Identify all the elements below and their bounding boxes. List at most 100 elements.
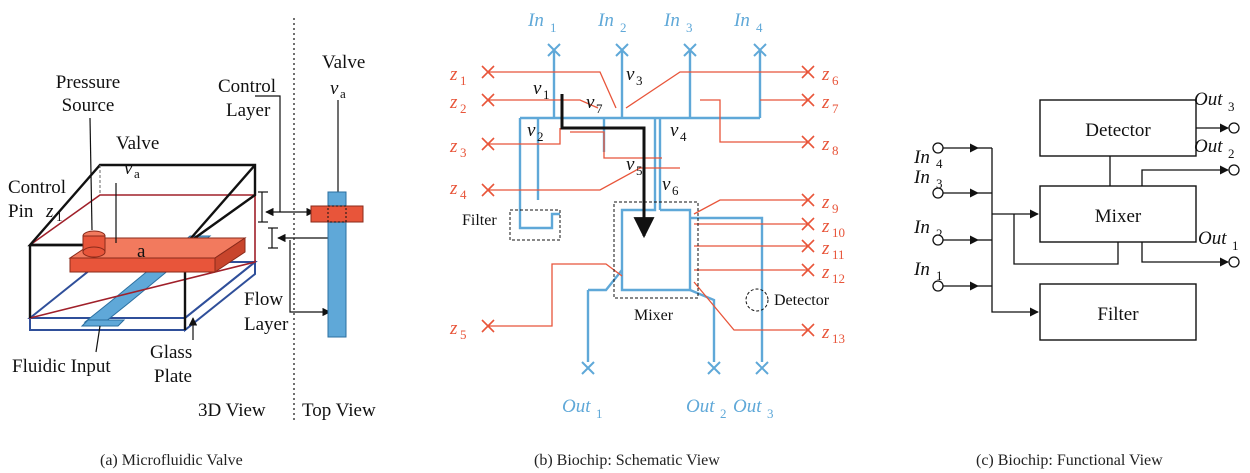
flow-x-markers [547,43,769,375]
out3-channel [690,216,764,362]
valve-v4-sub: 4 [680,129,687,144]
fn-in2-sub: 2 [936,226,943,241]
input-in1-var: In [527,10,544,31]
valve-v7-sub: 7 [596,101,603,116]
control-pin-label-1: Control [8,177,66,198]
fn-in4-var: In [913,147,930,168]
port-in2 [932,234,944,246]
fn-out3-sub: 3 [1228,99,1235,114]
control-pins-right: z 6 z 7 z 8 z 9 z 10 z 11 z 12 z 13 [821,64,845,346]
x-z1 [481,65,495,79]
input-in3-var: In [663,10,680,31]
control-pin-var: z [45,201,54,222]
valve-labels: v 1 v 2 v 3 v 4 v 5 v 6 v 7 [527,64,687,198]
ctrl-z13 [693,281,808,331]
input-in1-sub: 1 [550,20,557,35]
x-z6 [801,65,815,79]
pin-z8-var: z [821,134,830,155]
pin-z11-sub: 11 [832,247,845,262]
valve-v7-var: v [586,92,595,113]
top-view-flow-channel [327,191,347,338]
port-out3 [1228,122,1240,134]
control-layer-label-2: Layer [226,100,271,121]
fn-in1-sub: 1 [936,268,943,283]
pin-z2-sub: 2 [460,101,467,116]
pin-z7-sub: 7 [832,101,839,116]
pin-z12-sub: 12 [832,271,845,286]
detector-label: Detector [774,292,830,309]
x-in1 [547,43,561,57]
pin-z4-var: z [449,178,458,199]
ctrl-v5 [570,131,662,159]
valve-mid-label: Valve [116,133,159,154]
ctrl-z3 [488,128,561,145]
valve-bar-side [214,237,246,273]
mixer-label: Mixer [634,307,674,324]
port-out1 [1228,256,1240,268]
port-out2 [1228,164,1240,176]
ctrl-z9 [693,199,808,215]
bus-to-filter [991,148,1039,317]
x-out1 [581,361,595,375]
flow-layer-label-1: Flow [244,289,283,310]
pin-z3-var: z [449,136,458,157]
x-z3 [481,137,495,151]
fn-out1-sub: 1 [1232,238,1239,253]
x-z12 [801,263,815,277]
output-out3-sub: 3 [767,406,774,421]
x-out3 [755,361,769,375]
valve-v6-var: v [662,174,671,195]
fn-out2-sub: 2 [1228,146,1235,161]
x-z5 [481,319,495,333]
pin-z13-var: z [821,322,830,343]
pin-z7-var: z [821,92,830,113]
input-in3-sub: 3 [686,20,693,35]
schematic-outputs: Out 1 Out 2 Out 3 [562,396,774,421]
block-label: a [137,241,146,262]
fn-in3-var: In [913,167,930,188]
pin-z11-var: z [821,238,830,259]
mixer-dashed-box [613,201,699,299]
control-pin-label-2: Pin [8,201,34,222]
fn-in4-sub: 4 [936,156,943,171]
input-in4-var: In [733,10,750,31]
left-branches [536,118,606,200]
x-z8 [801,135,815,149]
port-in3 [932,187,944,199]
x-in3 [683,43,697,57]
ctrl-z5 [488,263,623,327]
fn-out3-var: Out [1194,89,1223,110]
glass-label-1: Glass [150,342,192,363]
pin-z10-sub: 10 [832,225,845,240]
valve-v3-var: v [626,64,635,85]
panel-c-functional: Detector Mixer Filter In 4 In 3 In 2 In … [913,89,1240,469]
output-out2-var: Out [686,396,715,417]
x-z13 [801,323,815,337]
pin-z4-sub: 4 [460,187,467,202]
x-z7 [801,93,815,107]
view-top-label: Top View [302,400,376,421]
pin-z6-sub: 6 [832,73,839,88]
wire-out2 [1141,165,1229,186]
output-out3-var: Out [733,396,762,417]
top-view-valve-overlap [327,205,347,223]
pin-z2-var: z [449,92,458,113]
output-out1-sub: 1 [596,406,603,421]
fluidic-input-port [80,319,126,327]
mixer-channel [620,118,692,292]
out1-link [588,269,623,292]
view-3d-label: 3D View [198,400,266,421]
control-x-markers [481,65,815,337]
fluidic-input-leader [95,325,101,353]
valve-v2-var: v [527,120,536,141]
pin-z5-sub: 5 [460,327,467,342]
valve-v6-sub: 6 [672,183,679,198]
schematic-inputs: In 1 In 2 In 3 In 4 [527,10,763,35]
caption-c: (c) Biochip: Functional View [976,452,1163,469]
block-filter-label: Filter [1097,304,1139,325]
functional-outputs: Out 3 Out 2 Out 1 [1194,89,1239,253]
x-z2 [481,93,495,107]
pin-bottom [82,246,106,258]
pin-z3-sub: 3 [460,145,467,160]
valve-v5-sub: 5 [636,163,643,178]
